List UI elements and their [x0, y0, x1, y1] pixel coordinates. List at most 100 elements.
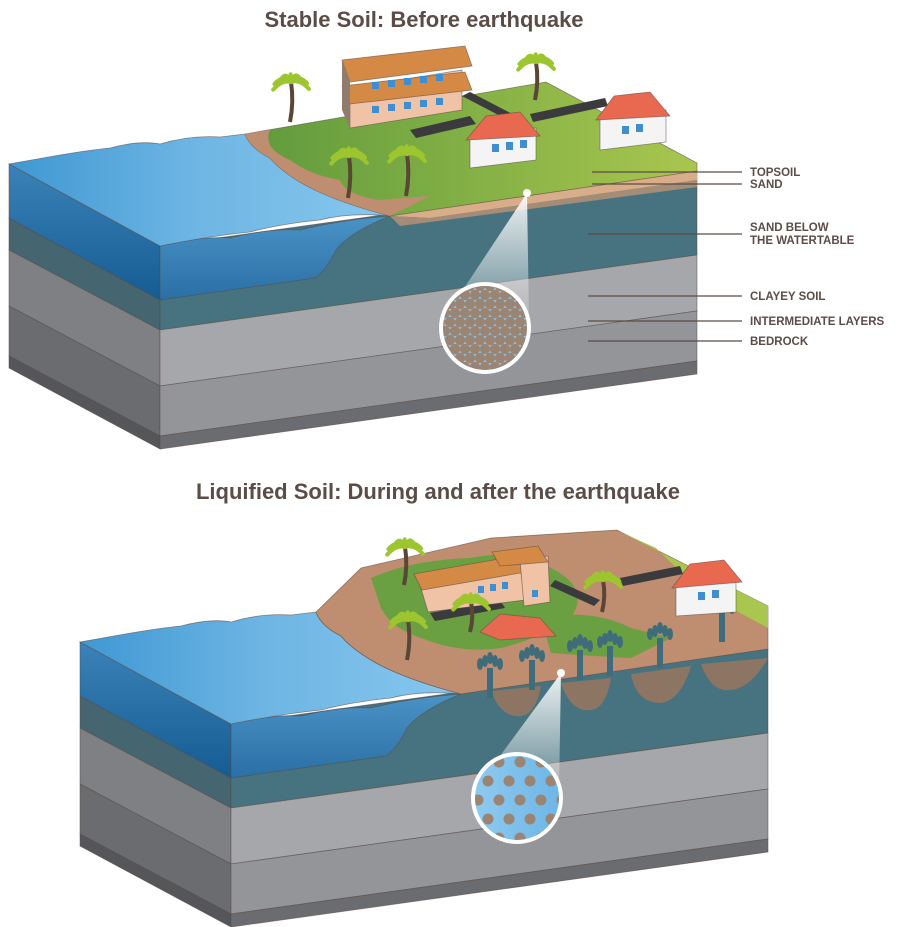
sand-grain: [494, 352, 506, 364]
apartment-building: [341, 45, 473, 129]
sand-grain: [504, 316, 516, 328]
front-sand-band: [390, 180, 697, 226]
road: [530, 98, 608, 122]
sand-grain: [504, 334, 516, 346]
palm-trees: [271, 52, 556, 199]
sand-grain: [494, 316, 506, 328]
liquified-soil-block: [79, 529, 769, 927]
sand-grain: [509, 307, 521, 319]
sand-grain: [449, 307, 461, 319]
sand-grain: [499, 307, 511, 319]
sand-grain: [489, 307, 501, 319]
sand-grain: [514, 334, 526, 346]
sand-grain: [535, 794, 547, 806]
sand-grain: [469, 343, 481, 355]
sand-grain: [479, 325, 491, 337]
tilted-apartment-building: [413, 545, 551, 613]
palm-tree-icon: [329, 146, 369, 199]
sand-grain: [444, 316, 456, 328]
palm-tree-icon: [516, 52, 556, 101]
beach: [245, 130, 430, 216]
label-clayey-soil: CLAYEY SOIL: [750, 291, 825, 303]
sand-grain: [524, 775, 536, 787]
sand-grain: [484, 298, 496, 310]
sand-grain: [454, 316, 466, 328]
sand-grain: [514, 756, 526, 768]
label-topsoil: TOPSOIL: [750, 167, 800, 179]
sand-grain: [489, 343, 501, 355]
label-intermediate-layers: INTERMEDIATE LAYERS: [750, 316, 885, 328]
sand-grain: [509, 343, 521, 355]
layer-labels: TOPSOIL SAND SAND BELOW THE WATERTABLE C…: [588, 167, 885, 348]
sand-grain: [459, 325, 471, 337]
sand-grain: [482, 775, 494, 787]
sand-grain: [493, 794, 505, 806]
label-sand: SAND: [750, 179, 783, 191]
sand-grain: [473, 794, 484, 806]
sand-boil-icon: [519, 644, 545, 690]
sand-grain: [454, 334, 466, 346]
sand-grain: [469, 325, 481, 337]
sand-grain: [479, 307, 491, 319]
sand-grain: [484, 352, 496, 364]
sand-grain: [494, 334, 506, 346]
sand-grain: [482, 813, 494, 825]
palm-tree-icon: [385, 537, 425, 586]
sand-grain: [459, 343, 471, 355]
sand-grain: [509, 325, 521, 337]
sand-grain: [494, 298, 506, 310]
sand-grain: [503, 813, 515, 825]
palm-tree-icon: [271, 72, 311, 123]
sand-grain: [479, 343, 491, 355]
sand-grain: [489, 325, 501, 337]
sand-grain: [449, 325, 461, 337]
sand-boil-icon: [477, 652, 503, 698]
sand-grain: [449, 343, 461, 355]
sand-grain: [489, 289, 501, 301]
title-before: Stable Soil: Before earthquake: [264, 7, 583, 32]
palm-tree-icon: [451, 592, 491, 633]
front-topsoil-band: [390, 171, 697, 218]
sand-boil-icon: [647, 622, 673, 668]
sand-grain: [499, 343, 511, 355]
damaged-house: [671, 559, 743, 617]
title-after: Liquified Soil: During and after the ear…: [196, 479, 680, 504]
sand-grain: [514, 794, 526, 806]
sand-grain: [545, 775, 557, 787]
palm-tree-icon: [583, 570, 623, 613]
sand-grain: [499, 325, 511, 337]
sand-grain: [469, 307, 481, 319]
sand-grain: [464, 298, 476, 310]
sand-grain: [454, 298, 466, 310]
sample-point: [523, 189, 531, 197]
sand-grain: [469, 289, 481, 301]
road: [620, 566, 683, 586]
sand-grain: [464, 316, 476, 328]
sand-grain: [459, 307, 471, 319]
sand-grain: [514, 316, 526, 328]
sand-grain: [474, 298, 486, 310]
palm-trees: [385, 537, 623, 661]
collapsed-house: [479, 613, 557, 641]
sand-grain: [504, 298, 516, 310]
sand-grain: [524, 813, 536, 825]
sand-boil-icon: [567, 634, 593, 680]
palm-tree-icon: [387, 144, 427, 197]
sand-grain: [464, 352, 476, 364]
sand-grain: [474, 316, 486, 328]
sand-grain: [479, 289, 491, 301]
sand-grain: [503, 775, 515, 787]
sand-grain: [484, 316, 496, 328]
house: [595, 91, 671, 151]
sample-point: [557, 669, 565, 677]
house: [465, 111, 541, 169]
liquefaction-cavities: [491, 658, 768, 717]
label-bedrock: BEDROCK: [750, 336, 809, 348]
sand-grain: [479, 361, 491, 372]
road: [410, 116, 476, 138]
label-sand-below-1: SAND BELOW: [750, 222, 829, 234]
palm-tree-icon: [388, 610, 428, 661]
label-sand-below-2: THE WATERTABLE: [750, 235, 855, 247]
